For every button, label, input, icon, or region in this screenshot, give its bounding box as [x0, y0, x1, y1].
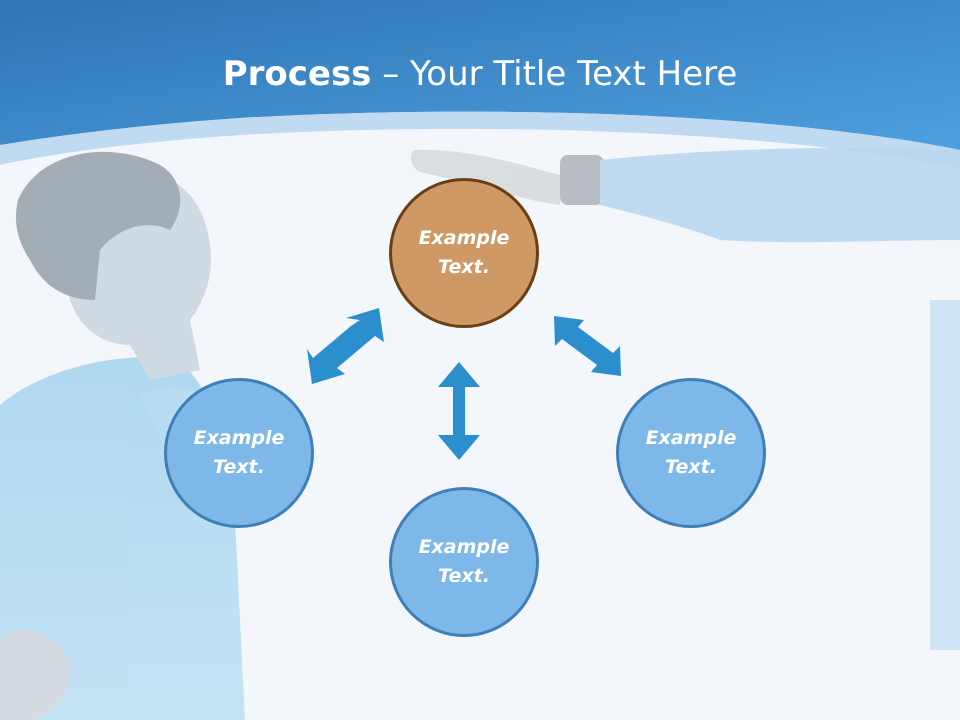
right-node-label: Example Text. [645, 427, 737, 478]
left-node: Example Text. [164, 378, 314, 528]
double-arrow-left [307, 308, 384, 384]
header-swoosh [0, 111, 960, 168]
center-node: Example Text. [389, 178, 539, 328]
left-node-label: Example Text. [193, 427, 285, 478]
header-band [0, 0, 960, 150]
title-rest: – Your Title Text Here [371, 54, 738, 94]
double-arrow-right [554, 316, 621, 376]
bottom-node-label: Example Text. [418, 536, 510, 587]
double-arrow-vertical [438, 362, 480, 460]
title-bold: Process [222, 54, 372, 94]
bottom-node: Example Text. [389, 487, 539, 637]
arm-photo [410, 148, 960, 650]
right-node: Example Text. [616, 378, 766, 528]
center-node-label: Example Text. [418, 227, 510, 278]
slide-title: Process – Your Title Text Here [0, 52, 960, 96]
